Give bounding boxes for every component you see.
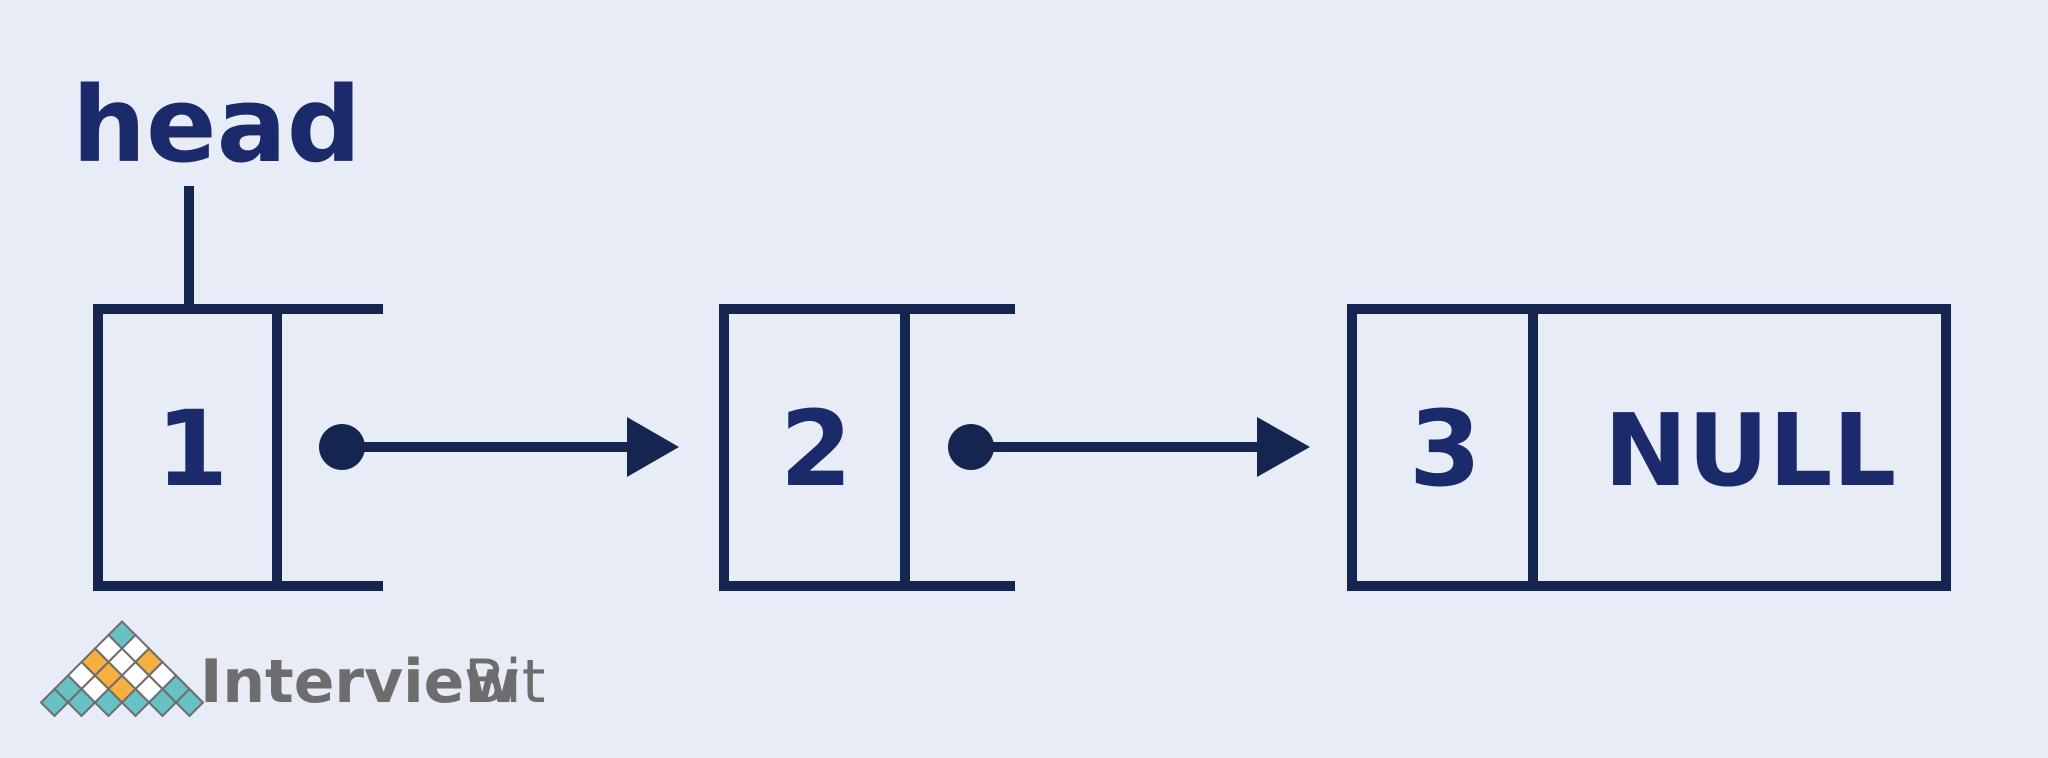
node-2-outline (719, 304, 1015, 591)
logo-mark-tile (39, 687, 70, 718)
node-2-next-arrowhead (1257, 417, 1310, 477)
node-3-null-label: NULL (1604, 392, 1896, 509)
brand-name-suffix: Bit (464, 647, 545, 717)
logo-mark-tile (120, 687, 151, 718)
node-2: 2 (719, 304, 1310, 591)
node-3-outline (1347, 304, 1951, 591)
logo-mark-tile (66, 687, 97, 718)
node-3-value: 3 (1409, 388, 1481, 510)
node-3: 3 NULL (1347, 304, 1951, 591)
logo-mark-tile (174, 687, 205, 718)
logo-mark-tile (147, 687, 178, 718)
head-label: head (72, 64, 361, 186)
interviewbit-logo: Interview Bit (39, 620, 545, 718)
node-1-value: 1 (156, 388, 228, 510)
node-2-value: 2 (780, 388, 852, 510)
node-1-next-arrowhead (627, 417, 679, 477)
interviewbit-logo-mark-icon (39, 620, 205, 718)
node-1-outline (93, 304, 383, 591)
logo-mark-tile (93, 687, 124, 718)
brand-name-prefix: Interview (200, 647, 520, 717)
node-1: 1 (93, 304, 679, 591)
